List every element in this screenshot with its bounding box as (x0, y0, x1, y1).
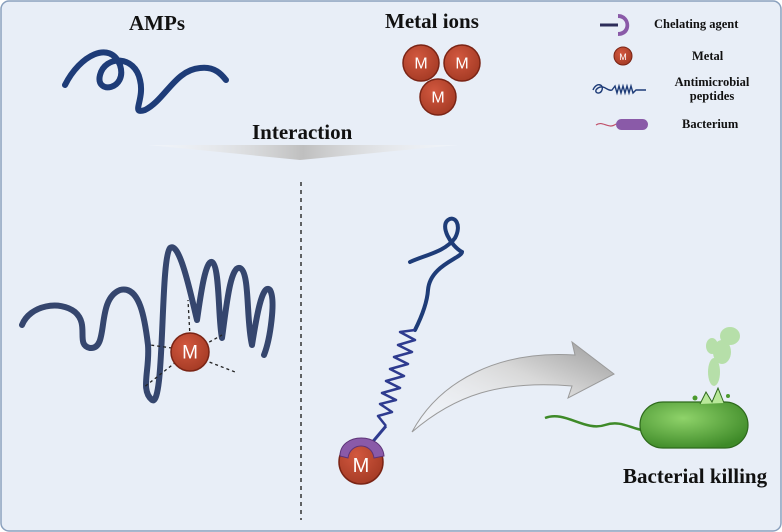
metal-ion-icon (402, 44, 440, 82)
interaction-wedge-icon (148, 145, 458, 160)
metal-symbol: M (353, 455, 370, 477)
legend-amp-label: Antimicrobial peptides (662, 75, 762, 103)
peptide-metal-complex: M (19, 244, 276, 404)
metal-symbol: M (182, 343, 198, 364)
amp-helix-icon (376, 328, 417, 427)
chelated-amp: M (338, 216, 465, 485)
legend-chelating-agent-icon (600, 14, 630, 36)
metal-ions-label: Metal ions (385, 9, 479, 33)
amps-label: AMPs (129, 11, 185, 35)
complex-metal-icon (170, 332, 210, 372)
legend-amp-label-line1: Antimicrobial (674, 75, 750, 89)
coordination-bond (187, 299, 191, 338)
metal-ion-icon (419, 78, 457, 116)
bacterium-flagellum-icon (544, 415, 643, 432)
metal-ions-cluster: M M M (402, 44, 481, 116)
metal-symbol: M (431, 90, 444, 107)
legend: M (592, 14, 648, 130)
legend-bacterium-label: Bacterium (682, 117, 739, 131)
legend-metal-icon: M (613, 46, 633, 66)
amp-tail-icon (408, 216, 465, 332)
legend-amp-icon (592, 83, 646, 96)
curved-arrow-icon (411, 340, 615, 433)
chelator-cap-icon (339, 437, 385, 459)
metal-symbol: M (455, 56, 468, 73)
metal-symbol: M (619, 52, 627, 62)
legend-chelating-agent-label: Chelating agent (654, 17, 739, 31)
legend-metal-label: Metal (692, 49, 724, 63)
bacterium-body-icon (639, 401, 749, 449)
rupture-icon (699, 386, 725, 405)
complex-peptide-icon (19, 244, 276, 404)
amp-peptide-icon (62, 49, 229, 114)
released-contents-icon (706, 327, 740, 386)
interaction-label: Interaction (252, 120, 353, 144)
coordination-bond (149, 344, 173, 349)
bacterium-killing (544, 327, 749, 449)
metal-symbol: M (414, 56, 427, 73)
coordination-bond (142, 361, 177, 389)
bacterial-killing-label: Bacterial killing (623, 464, 768, 488)
metal-ion-icon (443, 44, 481, 82)
legend-amp-label-line2: peptides (689, 89, 735, 103)
legend-bacterium-icon (595, 119, 648, 130)
